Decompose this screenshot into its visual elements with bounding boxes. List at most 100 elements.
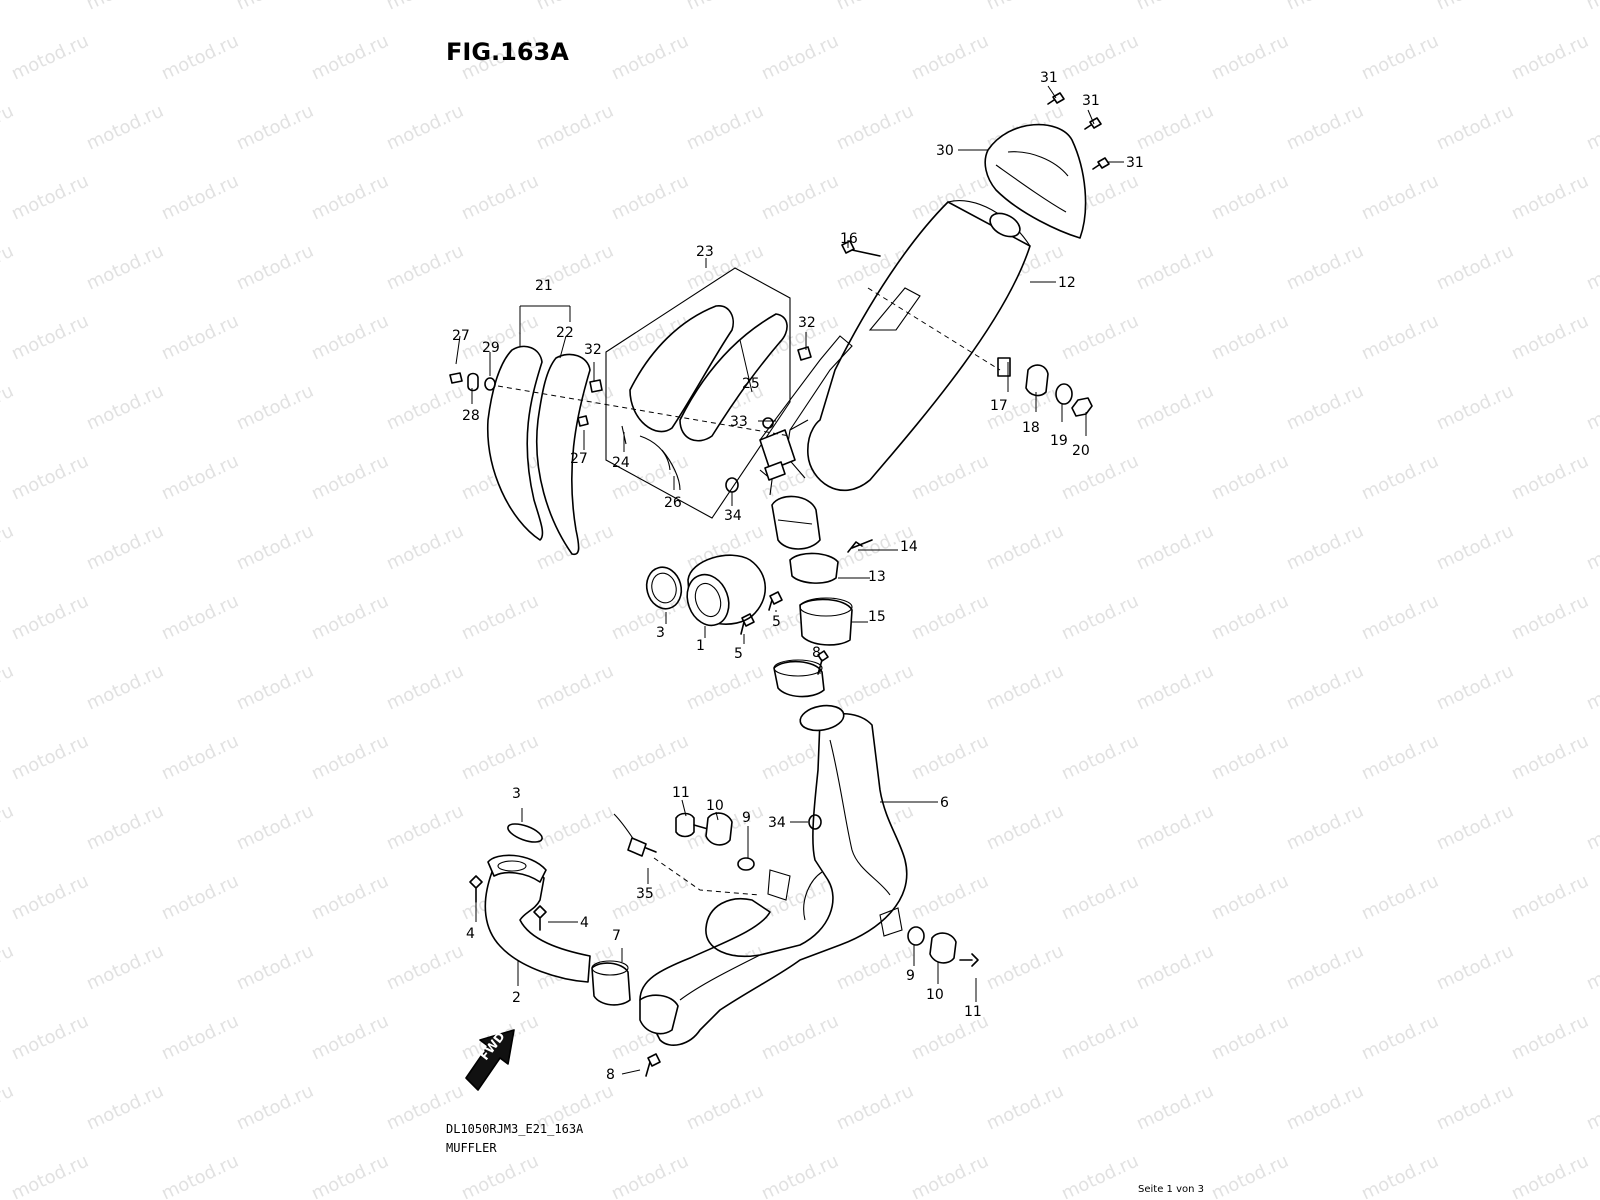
assembly-lines [497,287,1001,896]
watermark-text: motod.ru [458,171,542,225]
watermark-text: motod.ru [1283,381,1367,435]
watermark-text: motod.ru [1583,661,1600,715]
watermark-text: motod.ru [1283,801,1367,855]
watermark-text: motod.ru [383,0,467,15]
watermark-text: motod.ru [308,871,392,925]
watermark-text: motod.ru [1358,451,1442,505]
callout-33: 33 [730,414,748,430]
watermark-text: motod.ru [308,451,392,505]
watermark-text: motod.ru [308,311,392,365]
watermark-text: motod.ru [1283,241,1367,295]
figure-title: FIG.163A [446,38,569,66]
watermark-text: motod.ru [1133,941,1217,995]
oxygen-sensor [613,813,657,857]
watermark-text: motod.ru [1208,171,1292,225]
side-shield-21 [487,345,544,541]
watermark-text: motod.ru [83,0,167,15]
heat-shield-assembly [605,267,791,519]
watermark-text: motod.ru [1208,451,1292,505]
figure-name: MUFFLER [446,1141,497,1155]
watermark-text: motod.ru [233,801,317,855]
callout-8: 8 [606,1067,615,1083]
callout-20: 20 [1072,443,1090,459]
sleeve-lower [591,960,631,1006]
watermark-text: motod.ru [683,0,767,15]
watermark-text: motod.ru [158,1011,242,1065]
muffler-mount-hardware [841,240,1093,417]
watermark-text: motod.ru [758,31,842,85]
watermark-text: motod.ru [0,941,17,995]
callout-23: 23 [696,244,714,260]
watermark-text: motod.ru [608,1151,692,1200]
watermark-text: motod.ru [1058,591,1142,645]
watermark-text: motod.ru [908,451,992,505]
watermark-text: motod.ru [1433,0,1517,15]
watermark-text: motod.ru [1508,311,1592,365]
watermark-text: motod.ru [83,381,167,435]
watermark-text: motod.ru [1583,0,1600,15]
watermark-text: motod.ru [0,661,17,715]
callout-32: 32 [584,342,602,358]
watermark-text: motod.ru [608,731,692,785]
callout-12: 12 [1058,275,1076,291]
watermark-text: motod.ru [1508,591,1592,645]
watermark-text: motod.ru [83,241,167,295]
watermark-text: motod.ru [1058,1151,1142,1200]
leader-lines [455,85,1124,1075]
watermark-text: motod.ru [383,241,467,295]
watermark-text: motod.ru [458,731,542,785]
watermark-text: motod.ru [0,521,17,575]
watermark-text: motod.ru [0,101,17,155]
watermark-text: motod.ru [158,451,242,505]
nut-33 [762,417,774,429]
watermark-text: motod.ru [683,101,767,155]
watermark-text: motod.ru [0,801,17,855]
watermark-text: motod.ru [833,941,917,995]
callout-29: 29 [482,340,500,356]
watermark-text: motod.ru [1133,801,1217,855]
exhaust-header-pipe [484,854,591,983]
watermark-text: motod.ru [1058,31,1142,85]
watermark-text: motod.ru [1283,101,1367,155]
mount-hardware-lower [907,926,979,967]
watermark-text: motod.ru [533,101,617,155]
watermark-text: motod.ru [1433,241,1517,295]
watermark-text: motod.ru [1583,801,1600,855]
watermark-text: motod.ru [83,801,167,855]
watermark-text: motod.ru [1358,311,1442,365]
watermark-text: motod.ru [158,591,242,645]
watermark-text: motod.ru [1058,871,1142,925]
watermark-text: motod.ru [983,521,1067,575]
watermark-text: motod.ru [233,101,317,155]
watermark-text: motod.ru [83,941,167,995]
callout-5: 5 [734,646,743,662]
watermark-text: motod.ru [1508,731,1592,785]
callout-labels: 31 31 31 30 16 12 23 21 22 27 29 28 32 3… [452,70,1144,1083]
mount-hardware-upper [675,812,755,871]
watermark-text: motod.ru [1208,1151,1292,1200]
watermark-text: motod.ru [8,31,92,85]
watermark-text: motod.ru [1583,941,1600,995]
watermark-text: motod.ru [1208,871,1292,925]
callout-27: 27 [452,328,470,344]
watermark-text: motod.ru [1133,241,1217,295]
watermark-text: motod.ru [8,731,92,785]
watermark-text: motod.ru [1208,311,1292,365]
watermark-text: motod.ru [1433,1081,1517,1135]
watermark-text: motod.ru [1208,731,1292,785]
callout-35: 35 [636,886,654,902]
watermark-text: motod.ru [308,171,392,225]
watermark-text: motod.ru [1058,311,1142,365]
watermark-text: motod.ru [8,1151,92,1200]
callout-26: 26 [664,495,682,511]
watermark-text: motod.ru [608,31,692,85]
callout-31: 31 [1040,70,1058,86]
watermark-text: motod.ru [833,0,917,15]
watermark-text: motod.ru [1133,101,1217,155]
watermark-text: motod.ru [158,731,242,785]
watermark-text: motod.ru [1283,1081,1367,1135]
watermark-text: motod.ru [1508,1151,1592,1200]
callout-27: 27 [570,451,588,467]
watermark-text: motod.ru [908,31,992,85]
